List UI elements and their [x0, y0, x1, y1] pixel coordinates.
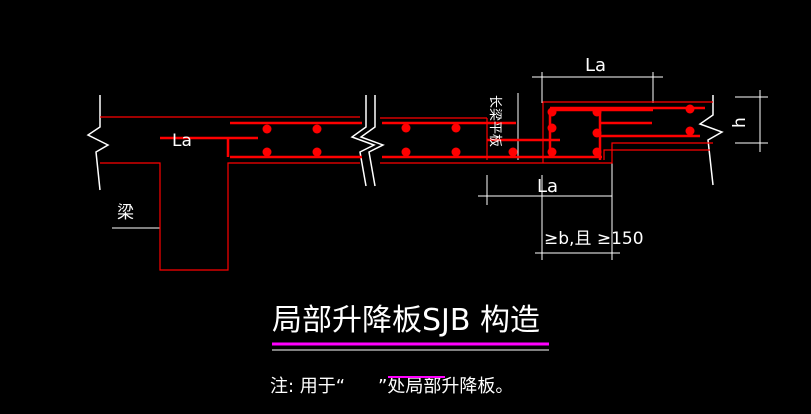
drawing-title: 局部升降板SJB 构造 — [272, 303, 540, 338]
rebar-dot — [312, 124, 322, 134]
rebar-dot — [592, 107, 602, 117]
rebar-dot — [451, 123, 461, 133]
rebar-lines — [160, 106, 705, 160]
rebar-dot — [685, 126, 695, 136]
rebar-dot — [547, 147, 557, 157]
rebar-dot — [547, 107, 557, 117]
rebar-dot — [685, 104, 695, 114]
note-suffix: ”处局部升降板。 — [378, 376, 513, 397]
rebar-dot — [592, 147, 602, 157]
beam-label: 梁 — [117, 203, 134, 223]
dimension-lines — [112, 72, 768, 260]
la-top-label: La — [585, 55, 606, 76]
side-vertical-label: 长梁平板 — [487, 95, 502, 147]
rebar-dot — [312, 147, 322, 157]
rebar-dot — [262, 147, 272, 157]
la-bottom-label: La — [537, 176, 558, 197]
min-dimension-label: ≥b,且 ≥150 — [544, 229, 644, 249]
rebar-dot — [508, 147, 518, 157]
h-label: h — [730, 117, 750, 128]
rebar-dots — [262, 104, 695, 157]
left-break-line — [86, 95, 110, 191]
rebar-dot — [262, 124, 272, 134]
middle-break-line-b — [359, 95, 385, 187]
la-left-label: La — [172, 131, 192, 151]
right-break-line — [698, 95, 724, 186]
slab-outline — [100, 101, 713, 271]
rebar-dot — [547, 123, 557, 133]
note-prefix: 注: 用于“ — [270, 376, 345, 397]
rebar-dot — [401, 123, 411, 133]
rebar-dot — [592, 128, 602, 138]
rebar-dot — [451, 147, 461, 157]
rebar-dot — [401, 147, 411, 157]
